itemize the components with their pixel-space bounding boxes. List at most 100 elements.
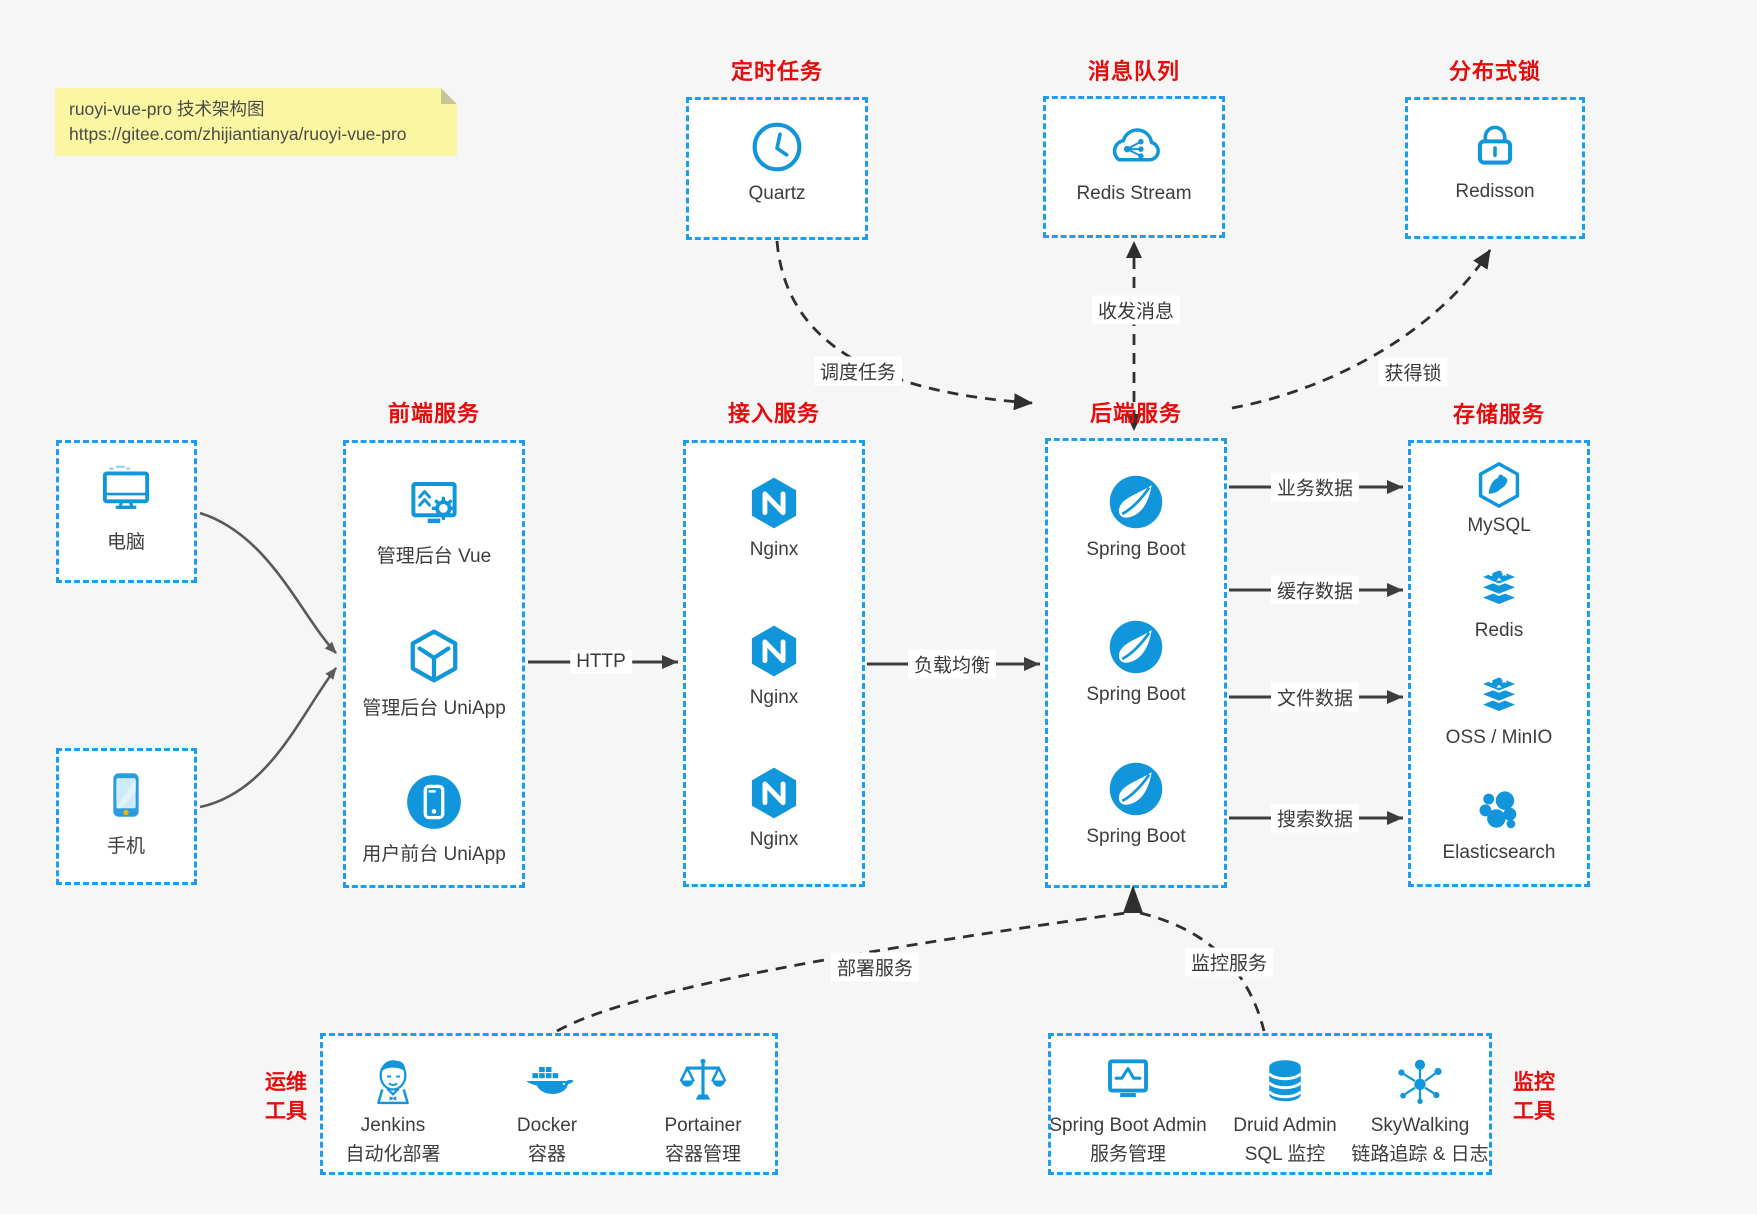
nginx-icon xyxy=(751,625,797,677)
nginx-icon xyxy=(751,477,797,529)
node-redis-stream: Redis Stream xyxy=(1049,116,1219,205)
spring-boot-icon xyxy=(1109,620,1163,674)
mysql-icon xyxy=(1478,462,1520,508)
node-skywalking: SkyWalking 链路追踪 & 日志 xyxy=(1335,1054,1505,1166)
node-jenkins-sublabel: 自动化部署 xyxy=(345,1144,441,1165)
node-jenkins: Jenkins 自动化部署 xyxy=(313,1054,473,1166)
arrow-label-file-data: 文件数据 xyxy=(1270,682,1360,712)
node-elasticsearch-label: Elasticsearch xyxy=(1442,842,1556,863)
jenkins-icon xyxy=(377,1060,409,1105)
node-springboot-1: Spring Boot xyxy=(1051,472,1221,561)
skywalking-icon xyxy=(1398,1059,1442,1104)
arrow-pc-to-frontend xyxy=(199,511,337,654)
node-redis-stream-label: Redis Stream xyxy=(1076,183,1192,204)
node-user-uniapp-label: 用户前台 UniApp xyxy=(362,844,506,865)
node-nginx-3: Nginx xyxy=(689,764,859,851)
group-title-storage: 存储服务 xyxy=(1452,402,1545,427)
group-box-mq xyxy=(1043,96,1225,238)
node-springboot-admin: Spring Boot Admin 服务管理 xyxy=(1043,1054,1213,1166)
spring-boot-icon xyxy=(1109,475,1163,529)
node-user-uniapp: 用户前台 UniApp xyxy=(349,772,519,866)
node-pc: 电脑 xyxy=(61,462,191,554)
user-app-icon xyxy=(407,775,461,829)
node-redis-label: Redis xyxy=(1474,620,1524,641)
group-title-monitor-tools: 监控 工具 xyxy=(1513,1071,1555,1123)
group-title-frontend: 前端服务 xyxy=(387,401,480,426)
arrow-label-cache-data: 缓存数据 xyxy=(1270,575,1360,605)
node-redis: Redis xyxy=(1414,564,1584,642)
node-springboot-2: Spring Boot xyxy=(1051,617,1221,706)
group-title-lock: 分布式锁 xyxy=(1448,59,1541,84)
node-mysql-label: MySQL xyxy=(1467,515,1531,536)
node-springboot-admin-label: Spring Boot Admin xyxy=(1049,1115,1207,1136)
group-title-gateway: 接入服务 xyxy=(727,401,820,426)
arrow-messaging-head-down xyxy=(1126,414,1142,431)
node-nginx-2: Nginx xyxy=(689,622,859,709)
node-springboot-3-label: Spring Boot xyxy=(1086,826,1186,847)
node-elasticsearch: Elasticsearch xyxy=(1414,786,1584,864)
group-title-scheduler: 定时任务 xyxy=(730,59,823,84)
arrow-label-messaging: 收发消息 xyxy=(1091,295,1181,325)
smartphone-icon xyxy=(113,773,139,817)
node-oss-minio-label: OSS / MinIO xyxy=(1445,727,1553,748)
node-oss-minio: OSS / MinIO xyxy=(1414,671,1584,749)
nginx-icon xyxy=(751,767,797,819)
arrow-label-load-balance: 负载均衡 xyxy=(907,649,997,679)
node-nginx-1: Nginx xyxy=(689,474,859,561)
node-mobile: 手机 xyxy=(61,766,191,858)
group-title-backend: 后端服务 xyxy=(1089,401,1182,426)
desktop-icon xyxy=(102,465,150,509)
note-title: ruoyi-vue-pro 技术架构图 xyxy=(69,99,265,119)
node-druid-admin: Druid Admin SQL 监控 xyxy=(1200,1054,1370,1166)
node-druid-admin-label: Druid Admin xyxy=(1233,1115,1337,1136)
node-nginx-1-label: Nginx xyxy=(749,539,799,560)
node-skywalking-sublabel: 链路追踪 & 日志 xyxy=(1351,1144,1489,1165)
node-springboot-admin-sublabel: 服务管理 xyxy=(1089,1144,1166,1165)
node-portainer: Portainer 容器管理 xyxy=(623,1054,783,1166)
arrow-label-search-data: 搜索数据 xyxy=(1270,803,1360,833)
node-jenkins-label: Jenkins xyxy=(360,1115,426,1136)
arrow-label-get-lock: 获得锁 xyxy=(1378,357,1448,387)
sticky-note: ruoyi-vue-pro 技术架构图 https://gitee.com/zh… xyxy=(55,88,457,156)
springboot-admin-icon xyxy=(1108,1059,1148,1098)
node-portainer-label: Portainer xyxy=(664,1115,742,1136)
arrow-label-schedule: 调度任务 xyxy=(813,356,903,386)
arrow-mobile-to-frontend xyxy=(199,667,338,809)
node-mysql: MySQL xyxy=(1414,459,1584,537)
admin-vue-icon xyxy=(411,482,457,524)
portainer-icon xyxy=(679,1058,727,1100)
arrow-get-lock xyxy=(1231,249,1492,410)
cloud-stream-icon xyxy=(1112,128,1160,162)
node-nginx-3-label: Nginx xyxy=(749,829,799,850)
arrow-label-monitoring: 监控服务 xyxy=(1184,947,1274,977)
node-admin-uniapp: 管理后台 UniApp xyxy=(349,626,519,720)
node-pc-label: 电脑 xyxy=(106,532,145,553)
spring-boot-icon xyxy=(1109,762,1163,816)
node-docker-label: Docker xyxy=(516,1115,578,1136)
note-url: https://gitee.com/zhijiantianya/ruoyi-vu… xyxy=(69,124,407,144)
elasticsearch-icon xyxy=(1479,791,1517,829)
node-quartz: Quartz xyxy=(692,118,862,205)
group-box-monitor xyxy=(1048,1033,1492,1175)
uniapp-cube-icon xyxy=(410,629,458,683)
arrow-deploy-monitor-head xyxy=(1123,885,1143,913)
node-springboot-2-label: Spring Boot xyxy=(1086,684,1186,705)
node-docker-sublabel: 容器 xyxy=(527,1144,566,1165)
arrow-deploy xyxy=(556,911,1127,1033)
oss-stack-icon xyxy=(1477,675,1521,714)
node-redisson-label: Redisson xyxy=(1455,181,1535,202)
arrow-messaging-head-up xyxy=(1126,241,1142,258)
node-nginx-2-label: Nginx xyxy=(749,687,799,708)
node-admin-vue: 管理后台 Vue xyxy=(349,474,519,568)
arrow-schedule-task xyxy=(775,240,1033,411)
arrow-label-http: HTTP xyxy=(570,650,632,674)
node-admin-vue-label: 管理后台 Vue xyxy=(376,546,492,567)
node-admin-uniapp-label: 管理后台 UniApp xyxy=(362,698,506,719)
node-redisson: Redisson xyxy=(1410,116,1580,203)
docker-icon xyxy=(526,1066,574,1094)
node-springboot-3: Spring Boot xyxy=(1051,759,1221,848)
druid-icon xyxy=(1268,1060,1302,1102)
node-springboot-1-label: Spring Boot xyxy=(1086,539,1186,560)
padlock-icon xyxy=(1477,125,1513,165)
